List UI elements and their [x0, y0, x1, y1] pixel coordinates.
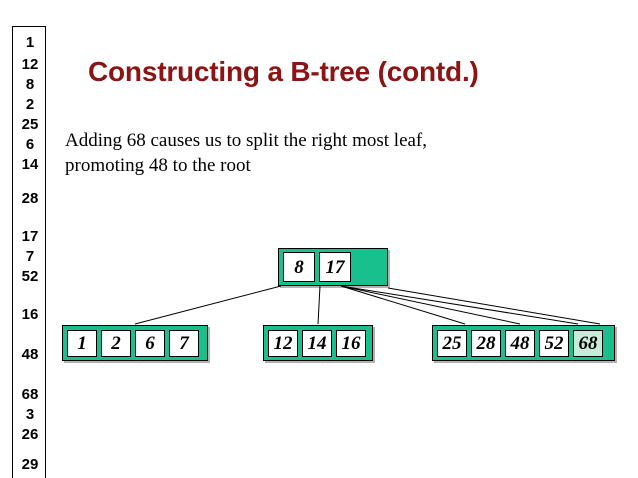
- btree-key-cell: 25: [437, 329, 467, 357]
- tree-edge: [317, 285, 321, 325]
- sequence-value: 3: [25, 406, 35, 423]
- body-text-line-1: Adding 68 causes us to split the right m…: [65, 130, 428, 151]
- btree-key-cell: 48: [505, 329, 535, 357]
- tree-edge: [340, 285, 579, 325]
- btree-key-cell: 28: [471, 329, 501, 357]
- sequence-value: 8: [25, 76, 35, 93]
- tree-edge: [340, 285, 466, 325]
- sequence-value: 28: [21, 190, 39, 207]
- body-text: Adding 68 causes us to split the right m…: [65, 128, 535, 178]
- btree-key-cell: 2: [101, 329, 131, 357]
- sequence-value: 7: [25, 248, 35, 265]
- sequence-value: 14: [21, 156, 39, 173]
- btree-key-cell: 14: [302, 329, 332, 357]
- sequence-value: 2: [25, 96, 35, 113]
- sequence-value: 17: [21, 228, 39, 245]
- sequence-value: 52: [21, 268, 39, 285]
- sequence-value: 68: [21, 386, 39, 403]
- sequence-value: 25: [21, 116, 39, 133]
- btree-key-cell: 7: [169, 329, 199, 357]
- insertion-sequence-column: 1 12 8 2 25 6 14 28 17 7 52 16 48 68 3 26 29: [12, 26, 46, 478]
- btree-key-cell: 68: [573, 329, 603, 357]
- tree-edge: [340, 285, 521, 325]
- sequence-value: 29: [21, 456, 39, 473]
- sequence-value: 1: [25, 34, 35, 51]
- btree-key-cell: 52: [539, 329, 569, 357]
- btree-key-cell: 16: [336, 329, 366, 357]
- btree-key-cell: 8: [283, 252, 315, 282]
- page-title: Constructing a B-tree (contd.): [88, 56, 479, 87]
- btree-key-cell: 6: [135, 329, 165, 357]
- btree-key-cell: 12: [268, 329, 298, 357]
- body-text-line-2: promoting 48 to the root: [65, 155, 251, 176]
- btree-key-cell: 17: [319, 252, 351, 282]
- tree-edge: [134, 285, 282, 325]
- sequence-value: 48: [21, 346, 39, 363]
- sequence-value: 26: [21, 426, 39, 443]
- tree-edge: [387, 287, 601, 325]
- sequence-value: 12: [21, 56, 39, 73]
- btree-key-cell: 1: [67, 329, 97, 357]
- sequence-value: 16: [21, 306, 39, 323]
- sequence-value: 6: [25, 136, 35, 153]
